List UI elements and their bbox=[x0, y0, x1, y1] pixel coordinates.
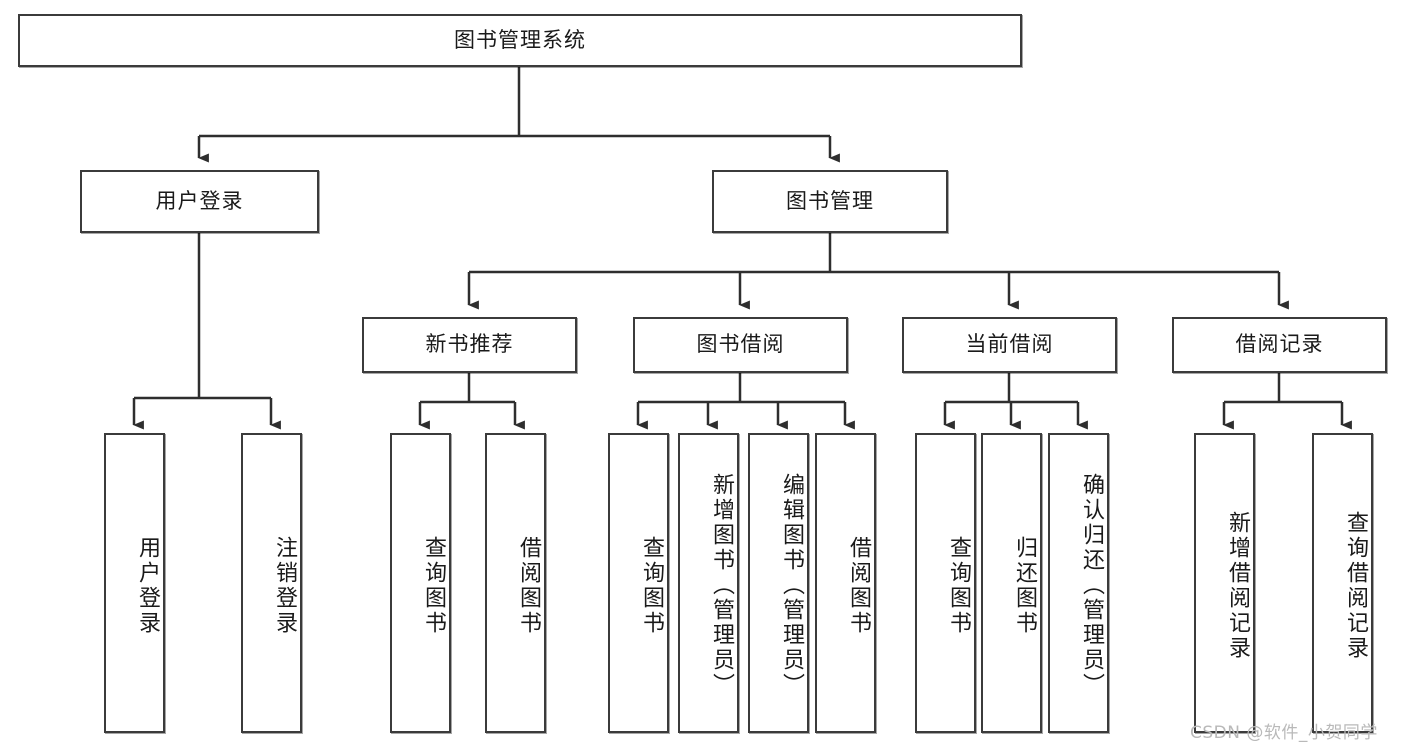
leaf-borrow-book[interactable]: 借阅图书 bbox=[815, 433, 876, 733]
node-book-borrow[interactable]: 图书借阅 bbox=[633, 317, 848, 373]
leaf-query-book-borrow[interactable]: 查询图书 bbox=[608, 433, 669, 733]
leaf-borrow-book-recommend[interactable]: 借阅图书 bbox=[485, 433, 546, 733]
node-borrow-record[interactable]: 借阅记录 bbox=[1172, 317, 1387, 373]
node-root[interactable]: 图书管理系统 bbox=[18, 14, 1022, 67]
leaf-query-book-current[interactable]: 查询图书 bbox=[915, 433, 976, 733]
node-book-management[interactable]: 图书管理 bbox=[712, 170, 948, 233]
node-current-borrow[interactable]: 当前借阅 bbox=[902, 317, 1117, 373]
leaf-logout[interactable]: 注销登录 bbox=[241, 433, 302, 733]
leaf-return-book[interactable]: 归还图书 bbox=[981, 433, 1042, 733]
leaf-edit-book-admin[interactable]: 编辑图书（管理员） bbox=[748, 433, 809, 733]
leaf-query-book-recommend[interactable]: 查询图书 bbox=[390, 433, 451, 733]
leaf-add-book-admin[interactable]: 新增图书（管理员） bbox=[678, 433, 739, 733]
leaf-user-login[interactable]: 用户登录 bbox=[104, 433, 165, 733]
node-new-book-recommend[interactable]: 新书推荐 bbox=[362, 317, 577, 373]
node-user-login[interactable]: 用户登录 bbox=[80, 170, 319, 233]
leaf-confirm-return-admin[interactable]: 确认归还（管理员） bbox=[1048, 433, 1109, 733]
leaf-add-borrow-record[interactable]: 新增借阅记录 bbox=[1194, 433, 1255, 733]
leaf-query-borrow-record[interactable]: 查询借阅记录 bbox=[1312, 433, 1373, 733]
